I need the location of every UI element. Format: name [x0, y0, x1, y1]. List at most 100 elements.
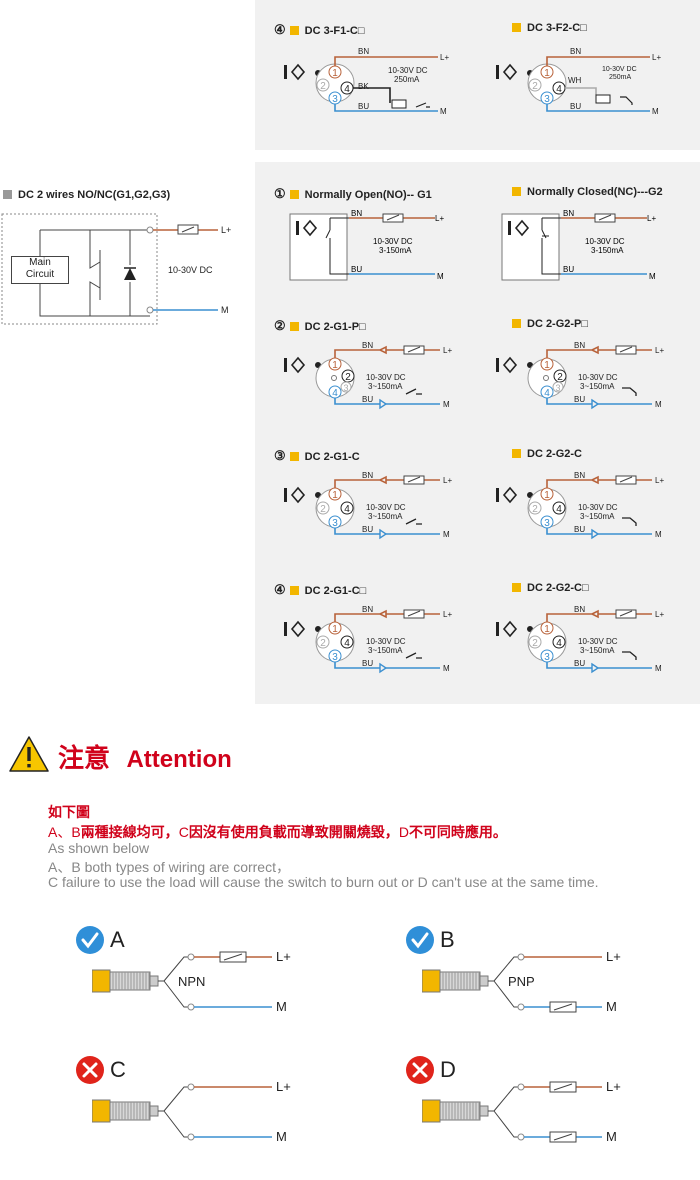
- left-block-title: DC 2 wires NO/NC(G1,G2,G3): [3, 189, 170, 201]
- svg-text:BU: BU: [570, 102, 581, 111]
- svg-text:1: 1: [332, 360, 338, 371]
- svg-text:PNP: PNP: [508, 974, 535, 989]
- svg-text:L+: L+: [655, 476, 664, 485]
- svg-text:M: M: [443, 400, 450, 409]
- svg-text:BU: BU: [574, 659, 585, 668]
- svg-text:L+: L+: [443, 476, 452, 485]
- svg-text:10-30V DC: 10-30V DC: [373, 237, 413, 246]
- svg-text:BN: BN: [362, 471, 373, 480]
- example-letter: B: [440, 927, 455, 952]
- example-letter: D: [440, 1057, 456, 1082]
- svg-text:1: 1: [332, 68, 338, 79]
- attention-en2: A、B both types of wiring are correct，: [48, 859, 290, 875]
- svg-text:L+: L+: [606, 1079, 621, 1094]
- svg-text:3-150mA: 3-150mA: [591, 246, 624, 255]
- svg-text:3~150mA: 3~150mA: [368, 512, 403, 521]
- svg-text:2: 2: [532, 638, 538, 649]
- svg-text:M: M: [655, 400, 662, 409]
- left-block-m: M: [221, 305, 229, 315]
- svg-text:3~150mA: 3~150mA: [580, 512, 615, 521]
- svg-text:BU: BU: [563, 265, 574, 274]
- svg-text:BN: BN: [574, 471, 585, 480]
- svg-text:3~150mA: 3~150mA: [580, 646, 615, 655]
- svg-text:1: 1: [544, 490, 550, 501]
- svg-text:M: M: [652, 107, 659, 116]
- svg-text:BN: BN: [570, 47, 581, 56]
- svg-text:L+: L+: [443, 610, 452, 619]
- svg-text:10-30V DC: 10-30V DC: [366, 503, 406, 512]
- check-icon: [406, 926, 434, 954]
- svg-text:BN: BN: [574, 605, 585, 614]
- top-right-title: DC 3-F2-C□: [512, 22, 587, 34]
- svg-text:L+: L+: [606, 949, 621, 964]
- svg-text:L+: L+: [647, 214, 656, 223]
- example-letter: C: [110, 1057, 126, 1082]
- svg-text:10-30V DC: 10-30V DC: [366, 373, 406, 382]
- top-left-diagram: 1 2 4 3 BN BK BU L+ M 10-30V DC 250mA: [284, 47, 449, 116]
- svg-text:3: 3: [555, 383, 560, 393]
- svg-text:M: M: [276, 1129, 287, 1144]
- example-c-diagram: L+ M: [92, 1079, 291, 1144]
- svg-text:10-30V DC: 10-30V DC: [388, 66, 428, 75]
- svg-text:10-30V DC: 10-30V DC: [578, 503, 618, 512]
- svg-text:3~150mA: 3~150mA: [580, 382, 615, 391]
- svg-text:2: 2: [532, 81, 538, 92]
- svg-text:L+: L+: [276, 949, 291, 964]
- svg-text:BU: BU: [351, 265, 362, 274]
- left-block-lplus: L+: [221, 225, 232, 235]
- svg-text:BN: BN: [362, 605, 373, 614]
- svg-text:2: 2: [320, 504, 326, 515]
- svg-text:WH: WH: [568, 76, 582, 85]
- svg-text:BN: BN: [563, 209, 574, 218]
- svg-text:10-30V DC: 10-30V DC: [602, 66, 637, 73]
- svg-text:M: M: [655, 530, 662, 539]
- svg-text:BK: BK: [358, 82, 369, 91]
- attention-line2: A、B兩種接線均可，C因沒有使用負載而導致開關燒毀，D不可同時應用。: [48, 824, 507, 840]
- example-letter: A: [110, 927, 125, 952]
- attention-line1: 如下圖: [48, 804, 90, 820]
- svg-text:10-30V DC: 10-30V DC: [578, 373, 618, 382]
- svg-text:250mA: 250mA: [609, 74, 632, 81]
- check-icon: [76, 926, 104, 954]
- svg-text:4: 4: [544, 388, 550, 399]
- svg-text:3: 3: [332, 518, 338, 529]
- svg-text:3-150mA: 3-150mA: [379, 246, 412, 255]
- svg-text:10-30V DC: 10-30V DC: [578, 637, 618, 646]
- row-2-right-title: DC 2-G2-P□: [512, 318, 588, 330]
- svg-text:3: 3: [544, 518, 550, 529]
- svg-text:4: 4: [344, 84, 350, 95]
- svg-text:M: M: [276, 999, 287, 1014]
- svg-text:BU: BU: [574, 395, 585, 404]
- svg-text:1: 1: [332, 490, 338, 501]
- sensor-symbol-icon: [284, 63, 321, 81]
- svg-text:3~150mA: 3~150mA: [368, 646, 403, 655]
- svg-text:M: M: [440, 107, 447, 116]
- svg-text:3: 3: [544, 652, 550, 663]
- svg-text:4: 4: [556, 504, 562, 515]
- left-block-voltage: 10-30V DC: [168, 265, 213, 275]
- svg-text:L+: L+: [435, 214, 444, 223]
- cross-icon: [406, 1056, 434, 1084]
- svg-text:L+: L+: [652, 53, 661, 62]
- svg-text:L+: L+: [276, 1079, 291, 1094]
- svg-text:2: 2: [320, 638, 326, 649]
- svg-text:1: 1: [332, 624, 338, 635]
- svg-text:M: M: [606, 1129, 617, 1144]
- svg-text:3: 3: [343, 383, 348, 393]
- svg-text:2: 2: [320, 81, 326, 92]
- g1-nc-diagram: BN BU L+ M 10-30V DC 3-150mA: [501, 209, 656, 281]
- row-4-right-title: DC 2-G2-C□: [512, 582, 589, 594]
- svg-text:3~150mA: 3~150mA: [368, 382, 403, 391]
- main-circuit-box: Main Circuit: [11, 256, 69, 284]
- top-right-diagram: 1 2 4 3 BN WH BU L+ M 10-30V DC 250mA: [496, 47, 661, 116]
- svg-text:BN: BN: [362, 341, 373, 350]
- svg-text:M: M: [649, 272, 656, 281]
- svg-text:L+: L+: [440, 53, 449, 62]
- attention-title: 注意 Attention: [58, 743, 232, 773]
